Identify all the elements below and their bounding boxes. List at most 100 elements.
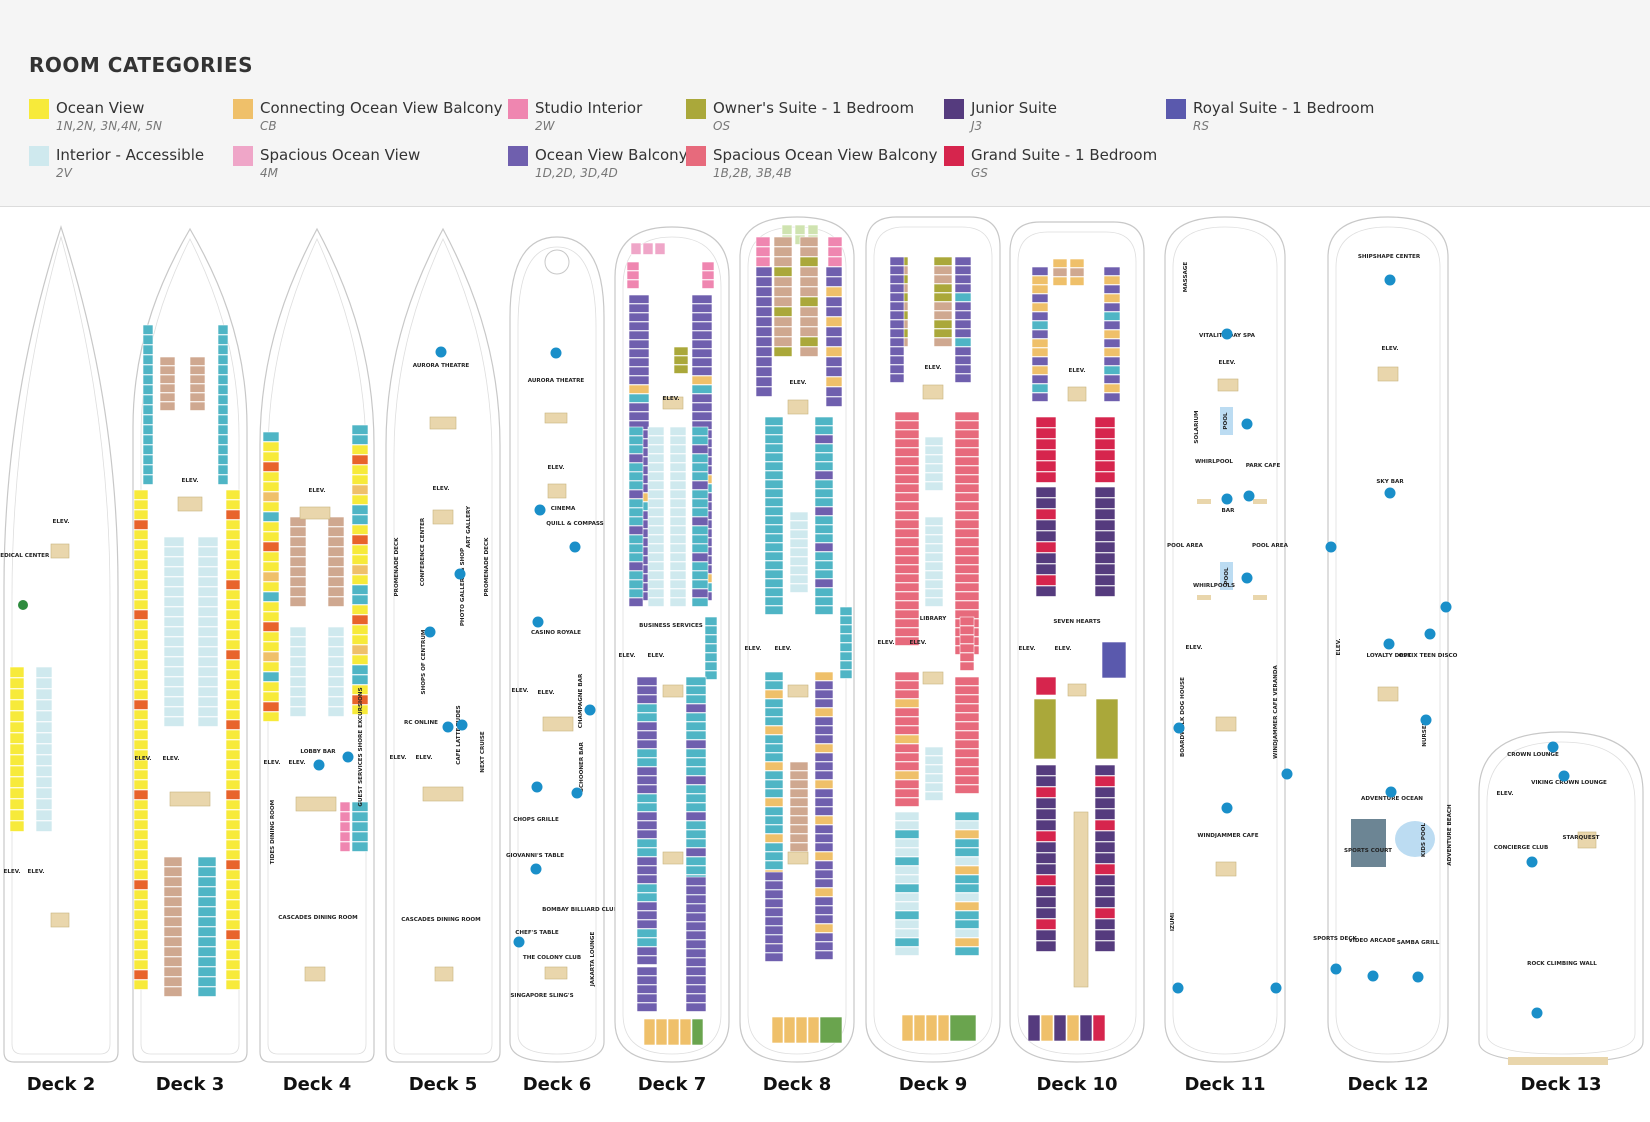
- cabin[interactable]: [636, 1002, 658, 1012]
- cabin[interactable]: [691, 375, 713, 385]
- cabin[interactable]: [225, 579, 241, 590]
- cabin[interactable]: [636, 676, 658, 686]
- cabin[interactable]: [628, 348, 650, 358]
- cabin[interactable]: [327, 636, 345, 647]
- cabin[interactable]: [133, 789, 149, 800]
- cabin[interactable]: [814, 479, 834, 489]
- cabin[interactable]: [1031, 311, 1049, 321]
- cabin[interactable]: [669, 480, 687, 490]
- cabin[interactable]: [9, 721, 25, 733]
- cabin[interactable]: [289, 656, 307, 667]
- cabin[interactable]: [825, 286, 843, 297]
- cabin[interactable]: [351, 841, 369, 852]
- cabin[interactable]: [197, 606, 219, 617]
- cabin[interactable]: [225, 749, 241, 760]
- cabin[interactable]: [913, 1014, 926, 1042]
- cabin[interactable]: [894, 573, 920, 583]
- cabin[interactable]: [163, 906, 183, 917]
- cabin[interactable]: [669, 561, 687, 571]
- cabin[interactable]: [954, 483, 980, 493]
- cabin[interactable]: [647, 507, 665, 517]
- cabin[interactable]: [685, 957, 707, 967]
- cabin[interactable]: [894, 519, 920, 529]
- cabin[interactable]: [197, 556, 219, 567]
- cabin[interactable]: [933, 274, 953, 284]
- cabin[interactable]: [669, 462, 687, 472]
- cabin[interactable]: [142, 344, 154, 355]
- cabin[interactable]: [647, 426, 665, 436]
- cabin[interactable]: [636, 901, 658, 911]
- cabin[interactable]: [1035, 508, 1057, 520]
- cabin[interactable]: [636, 937, 658, 947]
- cabin[interactable]: [669, 516, 687, 526]
- cabin[interactable]: [1094, 929, 1116, 941]
- cabin[interactable]: [954, 591, 980, 601]
- cabin[interactable]: [1035, 563, 1057, 575]
- cabin[interactable]: [889, 328, 905, 338]
- cabin[interactable]: [924, 534, 944, 544]
- cabin[interactable]: [636, 811, 658, 821]
- cabin[interactable]: [133, 909, 149, 920]
- cabin[interactable]: [701, 261, 715, 271]
- cabin[interactable]: [636, 793, 658, 803]
- cabin[interactable]: [764, 770, 784, 780]
- cabin[interactable]: [924, 746, 944, 756]
- cabin[interactable]: [133, 619, 149, 630]
- cabin[interactable]: [839, 651, 853, 661]
- cabin[interactable]: [764, 506, 784, 516]
- cabin[interactable]: [133, 509, 149, 520]
- cabin[interactable]: [1035, 808, 1057, 820]
- cabin[interactable]: [814, 524, 834, 534]
- cabin[interactable]: [163, 566, 185, 577]
- cabin[interactable]: [197, 906, 217, 917]
- cabin[interactable]: [764, 788, 784, 798]
- cabin[interactable]: [163, 686, 185, 697]
- cabin[interactable]: [954, 829, 980, 839]
- cabin[interactable]: [889, 355, 905, 365]
- cabin[interactable]: [133, 769, 149, 780]
- cabin[interactable]: [691, 402, 713, 412]
- cabin[interactable]: [35, 809, 53, 821]
- cabin[interactable]: [755, 356, 773, 367]
- cabin[interactable]: [755, 376, 773, 387]
- cabin[interactable]: [1094, 541, 1116, 553]
- cabin[interactable]: [327, 626, 345, 637]
- cabin[interactable]: [189, 356, 206, 366]
- cabin[interactable]: [159, 392, 176, 402]
- cabin[interactable]: [636, 748, 658, 758]
- cabin[interactable]: [814, 932, 834, 942]
- cabin[interactable]: [669, 435, 687, 445]
- cabin[interactable]: [679, 1018, 692, 1046]
- cabin[interactable]: [954, 492, 980, 502]
- cabin[interactable]: [685, 820, 707, 830]
- cabin[interactable]: [636, 784, 658, 794]
- cabin[interactable]: [1092, 1014, 1106, 1042]
- cabin[interactable]: [225, 729, 241, 740]
- cabin[interactable]: [628, 294, 650, 304]
- cabin[interactable]: [799, 266, 819, 277]
- cabin[interactable]: [773, 266, 793, 277]
- cabin[interactable]: [773, 326, 793, 337]
- cabin[interactable]: [685, 984, 707, 994]
- cabin[interactable]: [789, 529, 809, 539]
- cabin[interactable]: [133, 759, 149, 770]
- cabin[interactable]: [225, 719, 241, 730]
- cabin[interactable]: [339, 811, 351, 822]
- cabin[interactable]: [626, 279, 640, 289]
- cabin[interactable]: [894, 510, 920, 520]
- cabin[interactable]: [691, 489, 709, 499]
- cabin[interactable]: [799, 236, 819, 247]
- cabin[interactable]: [1035, 519, 1057, 531]
- cabin[interactable]: [636, 975, 658, 985]
- cabin[interactable]: [894, 829, 920, 839]
- cabin[interactable]: [889, 364, 905, 374]
- cabin[interactable]: [159, 383, 176, 393]
- cabin[interactable]: [35, 776, 53, 788]
- cabin[interactable]: [691, 312, 713, 322]
- cabin[interactable]: [327, 666, 345, 677]
- cabin[interactable]: [1094, 563, 1116, 575]
- cabin[interactable]: [894, 937, 920, 947]
- cabin[interactable]: [628, 444, 644, 454]
- cabin[interactable]: [925, 1014, 938, 1042]
- cabin[interactable]: [225, 539, 241, 550]
